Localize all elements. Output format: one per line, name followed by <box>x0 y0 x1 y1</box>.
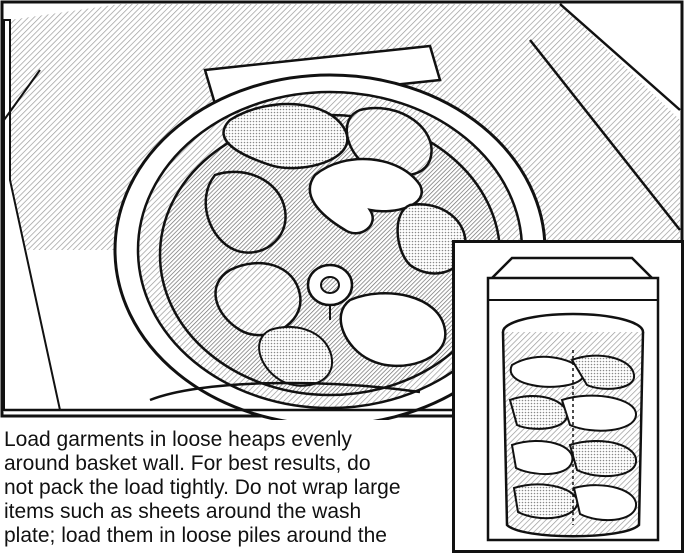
load-instructions-text: Load garments in loose heaps evenly arou… <box>4 428 474 548</box>
instruction-line-1: Load garments in loose heaps evenly <box>4 428 474 452</box>
instruction-line-5: plate; load them in loose piles around t… <box>4 524 474 548</box>
instruction-line-2: around basket wall. For best results, do <box>4 452 474 476</box>
basket-side-view-inset <box>452 240 684 553</box>
instruction-line-3: not pack the load tightly. Do not wrap l… <box>4 476 474 500</box>
instruction-line-4: items such as sheets around the wash <box>4 500 474 524</box>
